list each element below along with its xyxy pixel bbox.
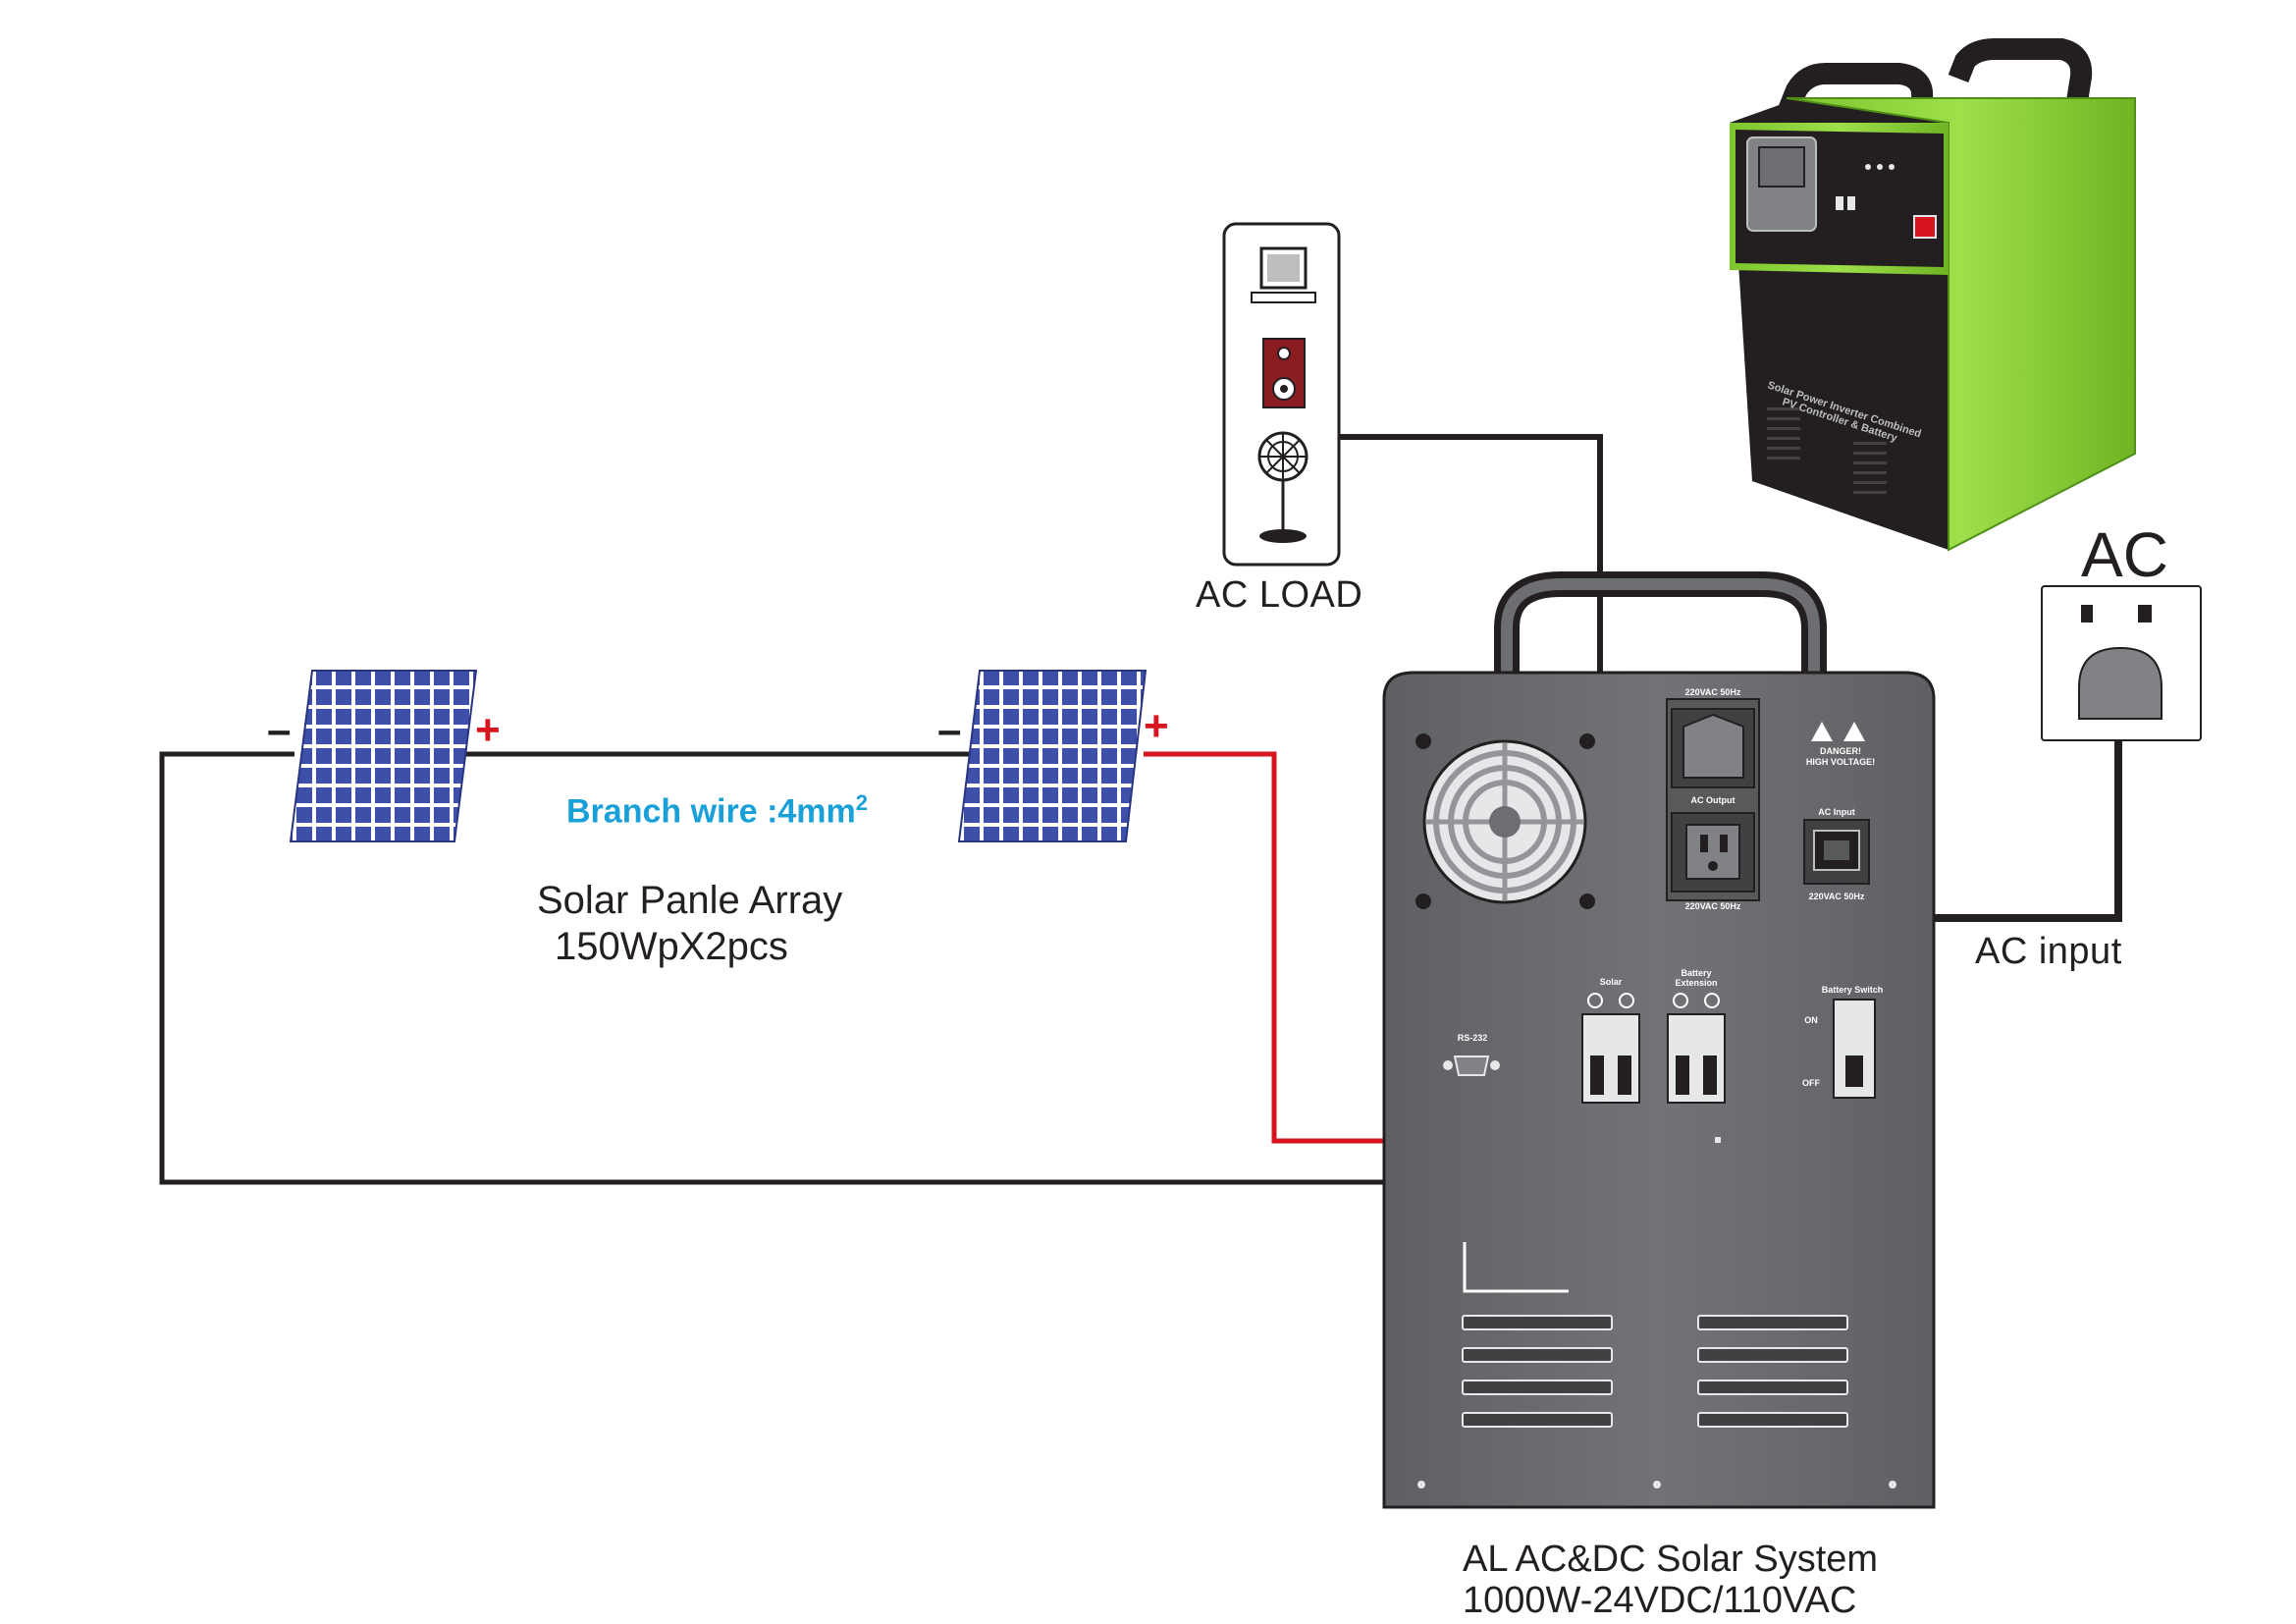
solar-panel-right [957, 670, 1148, 842]
ac-title-label: AC [2081, 519, 2168, 590]
solar-breaker [1581, 993, 1640, 1104]
rs232-port [1443, 1056, 1500, 1076]
ac-load-label: AC LOAD [1196, 574, 1363, 616]
fan-icon [1257, 431, 1308, 543]
ac-output-label: AC Output [1690, 795, 1735, 805]
ac-load-cabinet [1222, 222, 1341, 567]
high-voltage-label: HIGH VOLTAGE! [1805, 757, 1876, 767]
battery-ext-label-1: Battery [1681, 968, 1712, 978]
right-panel-minus: – [937, 706, 962, 754]
switch-on-label: ON [1804, 1015, 1818, 1025]
ac-output-rating-top: 220VAC 50Hz [1684, 687, 1741, 697]
ac-input-panel-label: AC Input [1818, 807, 1855, 817]
warning-icon [1811, 722, 1865, 741]
branch-wire-text: Branch wire :4mm [566, 792, 856, 831]
array-spec: 150WpX2pcs [555, 925, 788, 968]
product-photo: Solar Power Inverter Combined PV Control… [1730, 38, 2136, 552]
ac-input-label: AC input [1975, 931, 2122, 972]
ac-input-rating: 220VAC 50Hz [1808, 892, 1865, 901]
left-panel-plus: + [475, 706, 501, 754]
solar-panel-left [289, 670, 478, 842]
ac-wall-socket [2041, 585, 2202, 741]
battery-switch-label: Battery Switch [1821, 985, 1884, 995]
array-title: Solar Panle Array [537, 879, 843, 922]
vents [1462, 1242, 1848, 1428]
left-panel-minus: – [267, 706, 292, 754]
system-title: AL AC&DC Solar System [1463, 1539, 1879, 1580]
ac-output-socket [1666, 698, 1760, 901]
battery-extension-breaker [1667, 993, 1726, 1104]
battery-ext-label-2: Extension [1675, 978, 1718, 988]
branch-wire-superscript: 2 [855, 790, 869, 815]
computer-icon [1251, 246, 1316, 303]
branch-wire-label: Branch wire :4mm2 [566, 790, 868, 831]
ac-output-rating-bottom: 220VAC 50Hz [1684, 901, 1741, 911]
battery-switch [1833, 999, 1876, 1099]
speaker-icon [1262, 338, 1306, 408]
solar-label: Solar [1599, 977, 1623, 987]
right-panel-plus: + [1144, 702, 1169, 750]
ac-input-socket [1803, 819, 1870, 885]
danger-label: DANGER! [1820, 746, 1861, 756]
system-spec: 1000W-24VDC/110VAC [1463, 1580, 1857, 1621]
cooling-fan-icon [1415, 733, 1595, 909]
rs232-label: RS-232 [1457, 1033, 1488, 1043]
switch-off-label: OFF [1802, 1078, 1820, 1088]
main-unit-rear [1382, 571, 1936, 1509]
